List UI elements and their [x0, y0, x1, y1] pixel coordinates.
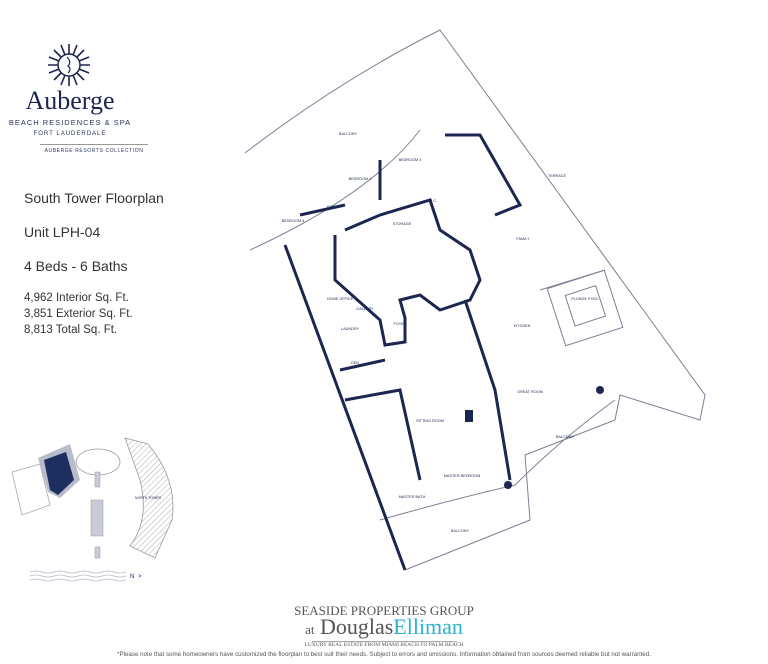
keyplan-unit-highlight: [44, 452, 74, 495]
plunge-pool: [564, 284, 607, 327]
brand-elliman: Elliman: [393, 614, 463, 639]
logo-line3: AUBERGE RESORTS COLLECTION: [44, 148, 144, 154]
keyplan-north-tower-label: NORTH TOWER: [135, 496, 162, 500]
logo-line1: BEACH RESIDENCES & SPA: [8, 118, 132, 127]
keyplan-pool: [90, 499, 104, 537]
balcony-top-edge: [249, 129, 421, 251]
floorplan-drawing: BALCONY BEDROOM 2 BEDROOM 3 BEDROOM 4 BA…: [244, 29, 706, 571]
keyplan-water-icon: [29, 570, 127, 582]
brand-logo: at DouglasElliman: [0, 614, 768, 640]
exterior-outline: [244, 29, 706, 571]
room-balcony-bottom: BALCONY: [451, 529, 470, 533]
keyplan-pool-small: [94, 471, 101, 488]
room-plunge-pool: PLUNGE POOL: [571, 297, 598, 301]
balcony-right-edge: [514, 399, 616, 486]
logo-line2: FORT LAUDERDALE: [33, 131, 107, 137]
keyplan-adjacent-units: [11, 463, 51, 516]
room-great-room: GREAT ROOM: [517, 390, 543, 394]
tower-title: South Tower Floorplan: [24, 190, 164, 206]
balcony-bottom-edge: [379, 484, 516, 521]
room-family: FAMILY: [516, 237, 530, 241]
room-foyer: FOYER: [393, 322, 406, 326]
total-sqft: 8,813 Total Sq. Ft.: [24, 324, 118, 336]
keyplan-pool-end: [94, 546, 101, 559]
room-storage: STORAGE: [393, 222, 412, 226]
room-bedroom4: BEDROOM 4: [282, 219, 305, 223]
room-bedroom3: BEDROOM 3: [399, 158, 422, 162]
brand-at: at: [305, 622, 315, 637]
room-laundry: LAUNDRY: [341, 327, 360, 331]
room-den: DEN: [351, 361, 359, 365]
walls: [283, 133, 523, 571]
logo-name: Auberge: [25, 86, 115, 115]
column: [465, 410, 473, 422]
interior-sqft: 4,962 Interior Sq. Ft.: [24, 292, 129, 304]
room-kitchen: KITCHEN: [514, 324, 531, 328]
exterior-sqft: 3,851 Exterior Sq. Ft.: [24, 308, 133, 320]
room-balcony-right: BALCONY: [556, 435, 575, 439]
north-arrow-icon: >: [138, 574, 142, 580]
room-home-office: HOME OFFICE: [327, 297, 354, 301]
room-sitting-room: SITTING ROOM: [416, 419, 444, 423]
brand-divider: [312, 641, 457, 642]
column: [596, 386, 604, 394]
room-wic: W.I.C.: [427, 199, 437, 203]
brand-line1: SEASIDE PROPERTIES GROUP: [294, 603, 474, 618]
room-balcony-top: BALCONY: [339, 132, 358, 136]
keyplan-north-tower: [124, 437, 174, 559]
room-terrace: TERRACE: [548, 174, 567, 178]
logo-divider: [40, 144, 148, 145]
room-bedroom2: BEDROOM 2: [349, 177, 372, 181]
unit-number: Unit LPH-04: [24, 224, 101, 240]
brand-tagline: LUXURY REAL ESTATE FROM MIAMI BEACH TO P…: [304, 642, 464, 648]
key-plan: NORTH TOWER N >: [11, 437, 174, 582]
room-master-bedroom: MASTER BEDROOM: [444, 474, 481, 478]
brand-douglas: Douglas: [319, 614, 394, 639]
keyplan-north-label: N: [130, 574, 134, 580]
disclaimer: *Please note that some homeowners have c…: [117, 651, 651, 658]
room-gallery: GALLERY: [356, 307, 374, 311]
beds-baths: 4 Beds - 6 Baths: [24, 258, 128, 274]
sun-face-logo-icon: [48, 44, 90, 86]
column: [504, 481, 512, 489]
room-bath: BATH: [327, 205, 337, 209]
plunge-pool-deck: [546, 269, 624, 347]
room-master-bath: MASTER BATH: [399, 495, 426, 499]
